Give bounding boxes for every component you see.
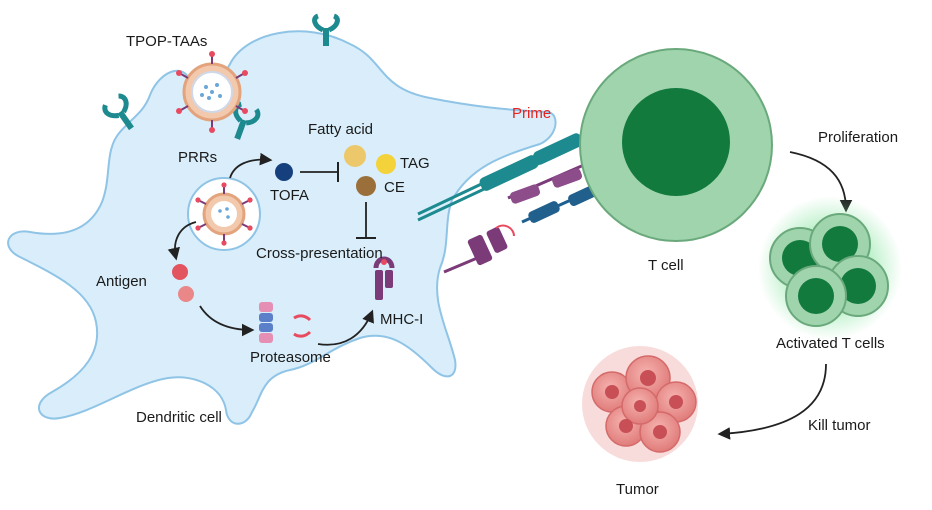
- arrow-to-tofa: [229, 152, 273, 179]
- peptide-fragment: [293, 314, 312, 322]
- dendritic-cell-body: [7, 30, 557, 425]
- label-tumor: Tumor: [616, 481, 659, 498]
- mhc-surface-icon: [443, 224, 515, 274]
- label-antigen: Antigen: [96, 273, 147, 290]
- label-kill-tumor: Kill tumor: [808, 417, 871, 434]
- peptide-fragment: [293, 330, 312, 338]
- label-activated-t-cells: Activated T cells: [776, 335, 885, 352]
- arrow-to-antigen: [167, 221, 197, 261]
- label-proteasome: Proteasome: [250, 349, 331, 366]
- nanoparticle-icon: [176, 51, 248, 133]
- activated-t-cells-group: [758, 196, 902, 340]
- tcr-complex-icon: [417, 124, 607, 222]
- label-prime: Prime: [512, 105, 552, 122]
- t-cell-nucleus: [622, 88, 730, 196]
- label-proliferation: Proliferation: [818, 129, 899, 146]
- mhc-i-icon: [373, 256, 395, 300]
- label-tpop-taas: TPOP-TAAs: [126, 33, 208, 50]
- ce-molecule: [356, 176, 376, 196]
- antigen-bead: [172, 264, 188, 280]
- label-tofa: TOFA: [270, 187, 309, 204]
- prr-receptor-icon: [312, 13, 340, 46]
- tag-molecule: [376, 154, 396, 174]
- label-tag: TAG: [400, 155, 430, 172]
- internalized-nanoparticle-icon: [187, 177, 261, 251]
- prr-receptor-icon: [102, 93, 134, 131]
- arrow-to-proteasome: [199, 305, 255, 337]
- label-prrs: PRRs: [178, 149, 218, 166]
- label-ce: CE: [384, 179, 405, 196]
- prr-receptor-icon: [233, 101, 261, 140]
- antigen-bead: [178, 286, 194, 302]
- label-dendritic-cell: Dendritic cell: [136, 409, 222, 426]
- proteasome-icon: [259, 302, 273, 343]
- arrow-to-mhc: [317, 309, 374, 346]
- label-t-cell: T cell: [648, 257, 684, 274]
- tofa-molecule: [275, 163, 293, 181]
- fatty-acid-molecule: [344, 145, 366, 167]
- kill-tumor-arrow: [717, 363, 827, 440]
- label-fatty-acid: Fatty acid: [308, 121, 374, 138]
- cd28-receptor-icon: [521, 184, 603, 224]
- label-cross-presentation: Cross-presentation: [256, 245, 383, 262]
- tumor-icon: [582, 346, 698, 462]
- label-mhc-i: MHC-I: [380, 311, 424, 328]
